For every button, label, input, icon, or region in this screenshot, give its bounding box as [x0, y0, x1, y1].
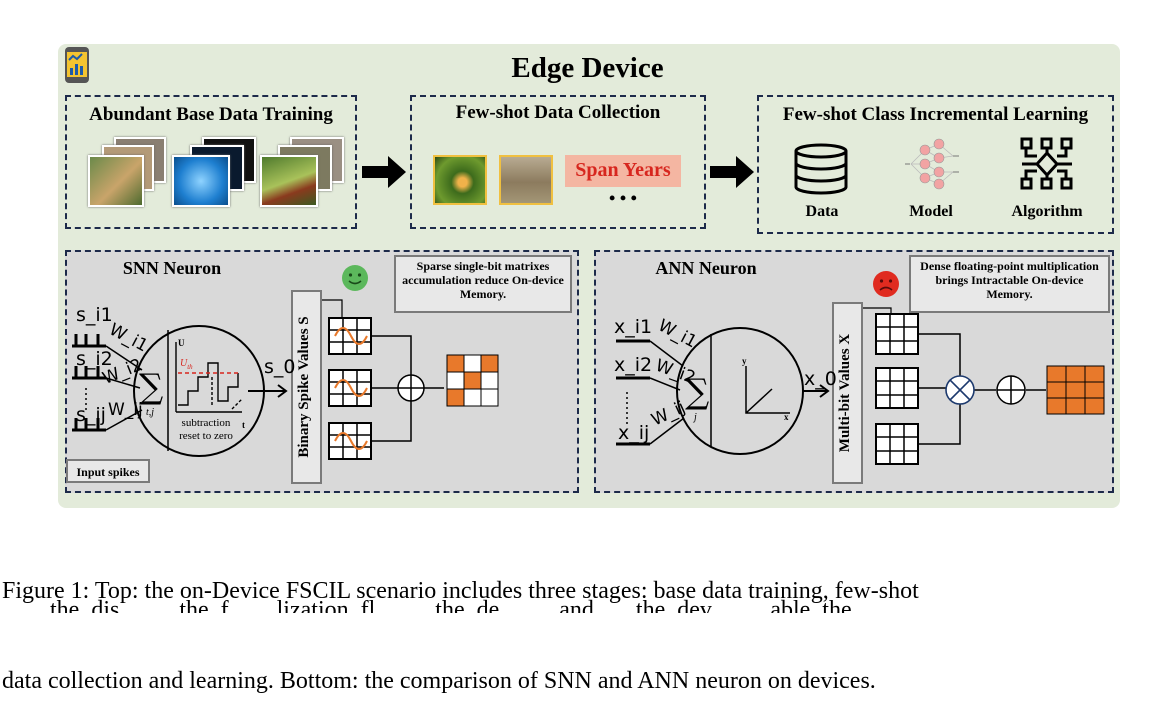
base-image-stack-dogs [88, 137, 166, 207]
stage-fscil-title: Few-shot Class Incremental Learning [782, 104, 1089, 125]
snn-reset-text-1: subtraction [181, 417, 231, 429]
snn-axis-t: t [242, 420, 245, 430]
stage-few-shot-collection-title: Few-shot Data Collection [455, 102, 661, 123]
caption-line-1: Figure 1: Top: the on-Device FSCIL scena… [2, 578, 919, 604]
ann-input-2-label: x_i2 [614, 354, 653, 376]
ellipsis: • • • [609, 188, 637, 208]
ann-axis-x: x [784, 412, 789, 422]
figure-caption: Figure 1: Top: the on-Device FSCIL scena… [2, 516, 1175, 726]
ann-note: Dense floating-point multiplication brin… [909, 255, 1110, 313]
ann-output-label: x_0 [804, 368, 837, 390]
stage-base-training [65, 95, 357, 229]
snn-axis-u: U [178, 338, 185, 348]
span-years-label: Span Years [575, 159, 671, 181]
snn-sum-index: t,j [146, 407, 155, 418]
ann-title: ANN Neuron [655, 258, 757, 278]
snn-sum-symbol: ∑ [139, 367, 164, 407]
stage-few-shot-collection [410, 95, 706, 229]
fscil-item-model: Model [909, 203, 953, 220]
snn-reset-text-2: reset to zero [179, 430, 233, 442]
snn-note: Sparse single-bit matrixes accumulation … [394, 255, 572, 313]
caption-line-2: data collection and learning. Bottom: th… [2, 668, 876, 694]
stage-base-training-title: Abundant Base Data Training [89, 104, 333, 125]
database-icon [793, 143, 849, 195]
snn-title: SNN Neuron [122, 258, 222, 278]
ann-axis-y: y [742, 356, 747, 366]
ann-input-3-label: x_ij [618, 422, 650, 444]
snn-input-2-label: s_i2 [76, 348, 113, 370]
snn-input-3-label: s_ij [76, 404, 106, 426]
caption-line-3-partial: ... the dis... ... the f... ...lization … [2, 597, 852, 613]
fscil-item-algorithm: Algorithm [1011, 203, 1083, 220]
ann-input-1-label: x_i1 [614, 316, 653, 338]
ann-sum-symbol: ∑ [685, 372, 710, 412]
few-shot-image-hyena [499, 155, 553, 205]
smiley-icon [341, 264, 369, 292]
binary-spike-values-box [291, 290, 322, 484]
stage-fscil [757, 95, 1114, 234]
cropped-text-line: ... the dis... ... the f... ...lization … [0, 585, 1175, 613]
snn-weight-3-label: W_ij [108, 400, 143, 420]
snn-threshold-label: Uth [180, 358, 193, 371]
frowny-icon [872, 270, 900, 298]
snn-input-1-label: s_i1 [76, 304, 113, 326]
snn-output-label: s_0 [264, 356, 296, 378]
multi-bit-values-box [832, 302, 863, 484]
base-image-stack-birds [260, 137, 344, 207]
figure-title: Edge Device [511, 52, 664, 84]
span-years-badge [565, 155, 681, 187]
fscil-item-data: Data [805, 203, 839, 220]
base-image-stack-jellyfish [172, 137, 256, 207]
algorithm-icon [1020, 137, 1074, 191]
few-shot-image-insect [433, 155, 487, 205]
input-spikes-box: Input spikes [66, 459, 150, 483]
model-icon [903, 138, 963, 190]
binary-spike-values-label: Binary Spike Values S [296, 316, 312, 458]
ann-sum-index: j [694, 412, 697, 423]
phone-icon [64, 46, 90, 84]
multi-bit-values-label: Multi-bit Values X [837, 333, 853, 453]
